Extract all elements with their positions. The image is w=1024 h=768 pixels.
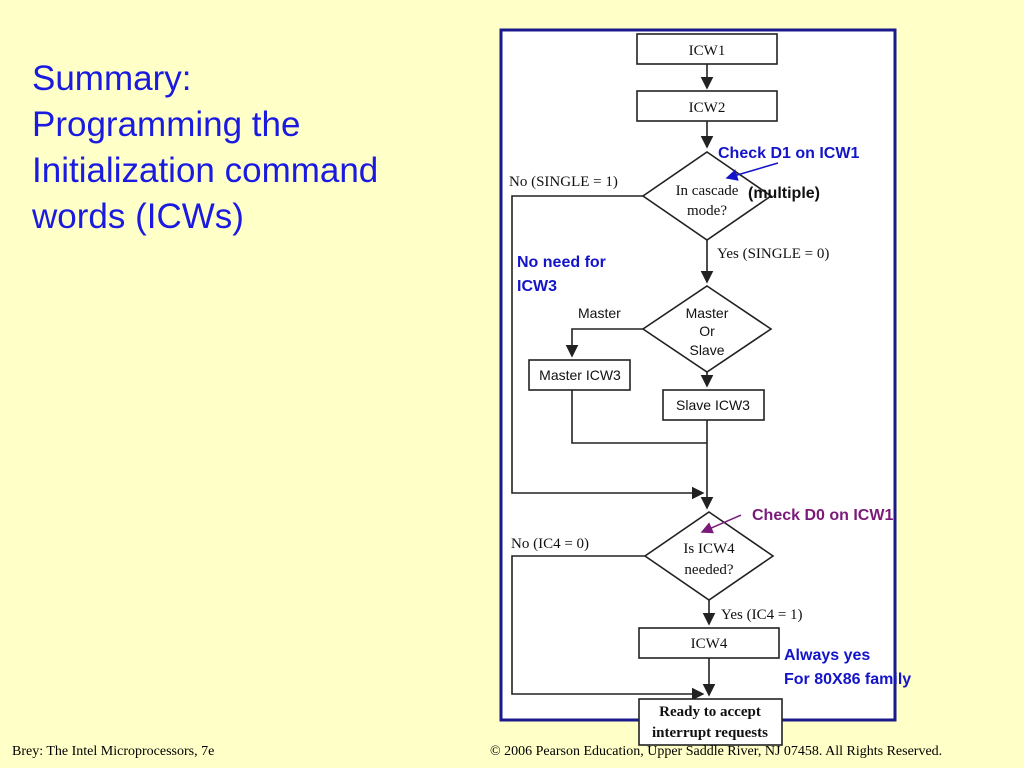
cascade-q-line1: In cascade [676,183,739,199]
title-line: Programming the [32,105,301,144]
slave-icw3-label: Slave ICW3 [676,397,750,413]
check-d1-note: Check D1 on ICW1 [718,145,859,162]
icw4-q-line1: Is ICW4 [683,541,735,557]
ready-line1: Ready to accept [659,704,761,720]
check-d0-arrow [700,514,742,534]
title-line: Summary: [32,59,192,98]
always-yes-note-line1: Always yes [784,647,870,664]
always-yes-note-line2: For 80X86 family [784,671,911,688]
master-icw3-label: Master ICW3 [539,367,621,383]
master-icw3-box [528,359,631,391]
yes-ic4-label: Yes (IC4 = 1) [721,607,803,623]
icw4-box [638,627,780,659]
master-branch-label: Master [578,305,621,321]
icw2-box [636,90,778,122]
ms-q-line1: Master [686,305,729,321]
title-line: Initialization command [32,151,379,190]
ready-box [638,698,783,746]
ready-line2: interrupt requests [652,725,768,741]
no-single-label: No (SINGLE = 1) [509,174,618,190]
slide-title: Summary: Programming the Initialization … [32,56,452,240]
footer-copyright: © 2006 Pearson Education, Upper Saddle R… [490,744,943,759]
icw1-label: ICW1 [689,43,726,59]
no-ic4-label: No (IC4 = 0) [511,536,589,552]
slave-icw3-box [662,389,765,421]
check-d1-arrow [725,162,779,181]
ms-q-line3: Slave [689,342,724,358]
icw4-label: ICW4 [691,636,728,652]
ms-q-line2: Or [699,323,715,339]
icw2-label: ICW2 [689,100,726,116]
no-need-note-line1: No need for [517,254,606,271]
title-line: words (ICWs) [32,197,244,236]
yes-single-label: Yes (SINGLE = 0) [717,246,829,262]
cascade-q-line2: mode? [687,203,727,219]
no-need-note-line2: ICW3 [517,278,557,295]
icw4-q-line2: needed? [684,562,733,578]
multiple-note: (multiple) [748,185,820,202]
check-d0-note: Check D0 on ICW1 [752,507,893,524]
icw1-box [636,33,778,65]
footer-citation: Brey: The Intel Microprocessors, 7e [12,744,215,759]
